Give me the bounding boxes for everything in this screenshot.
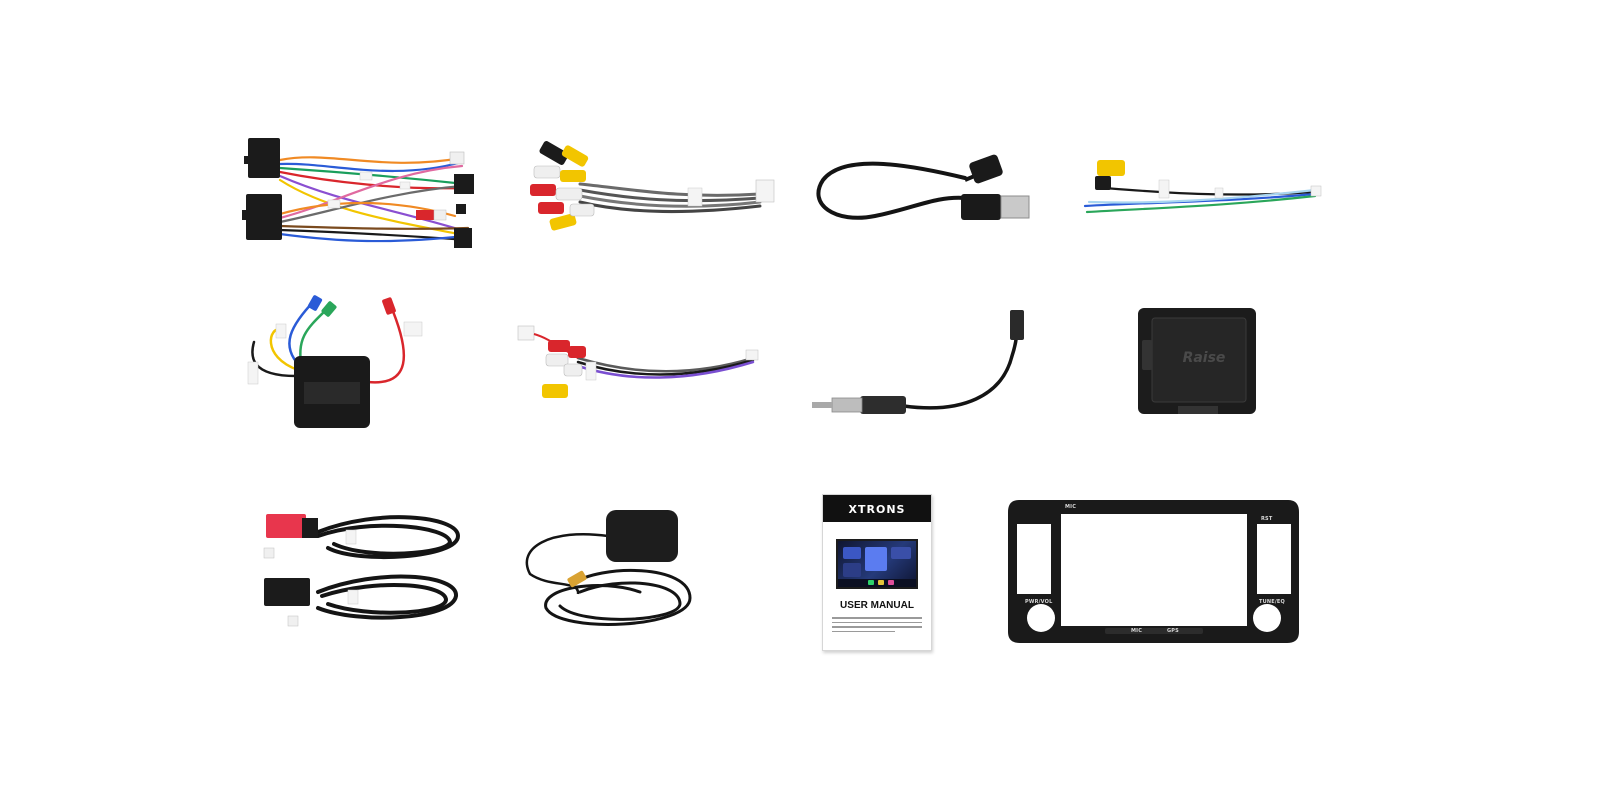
dash-bezel-frame: MIC RST PWR/VOL TUNE/EQ MIC GPS [1005, 496, 1302, 646]
bezel-label-mic-bottom: MIC [1131, 628, 1143, 634]
manual-title: USER MANUAL [840, 600, 914, 611]
usb-cable [815, 154, 1035, 228]
manual-cover-screen [836, 539, 918, 589]
rca-av-cable [520, 141, 775, 240]
camera-rca-cable [1075, 158, 1325, 222]
bezel-label-tune-eq: TUNE/EQ [1259, 599, 1285, 605]
extension-cables [258, 508, 470, 638]
bezel-label-gps: GPS [1167, 628, 1179, 634]
bezel-label-rst: RST [1261, 516, 1273, 522]
main-wiring-harness [240, 132, 480, 254]
rca-audio-cable [517, 318, 763, 406]
bezel-label-mic-top: MIC [1065, 504, 1077, 510]
gps-antenna [520, 508, 696, 638]
manual-body-text [832, 617, 922, 635]
decoder-brand: Raise [1182, 350, 1226, 366]
user-manual: XTRONS USER MANUAL [822, 494, 932, 651]
power-filter-module [240, 295, 430, 436]
manual-header [823, 495, 931, 522]
bezel-label-pwr-vol: PWR/VOL [1025, 599, 1053, 605]
canbus-decoder-box: Raise [1136, 306, 1260, 418]
radio-antenna-adapter [812, 306, 1034, 418]
manual-brand: XTRONS [848, 503, 906, 516]
